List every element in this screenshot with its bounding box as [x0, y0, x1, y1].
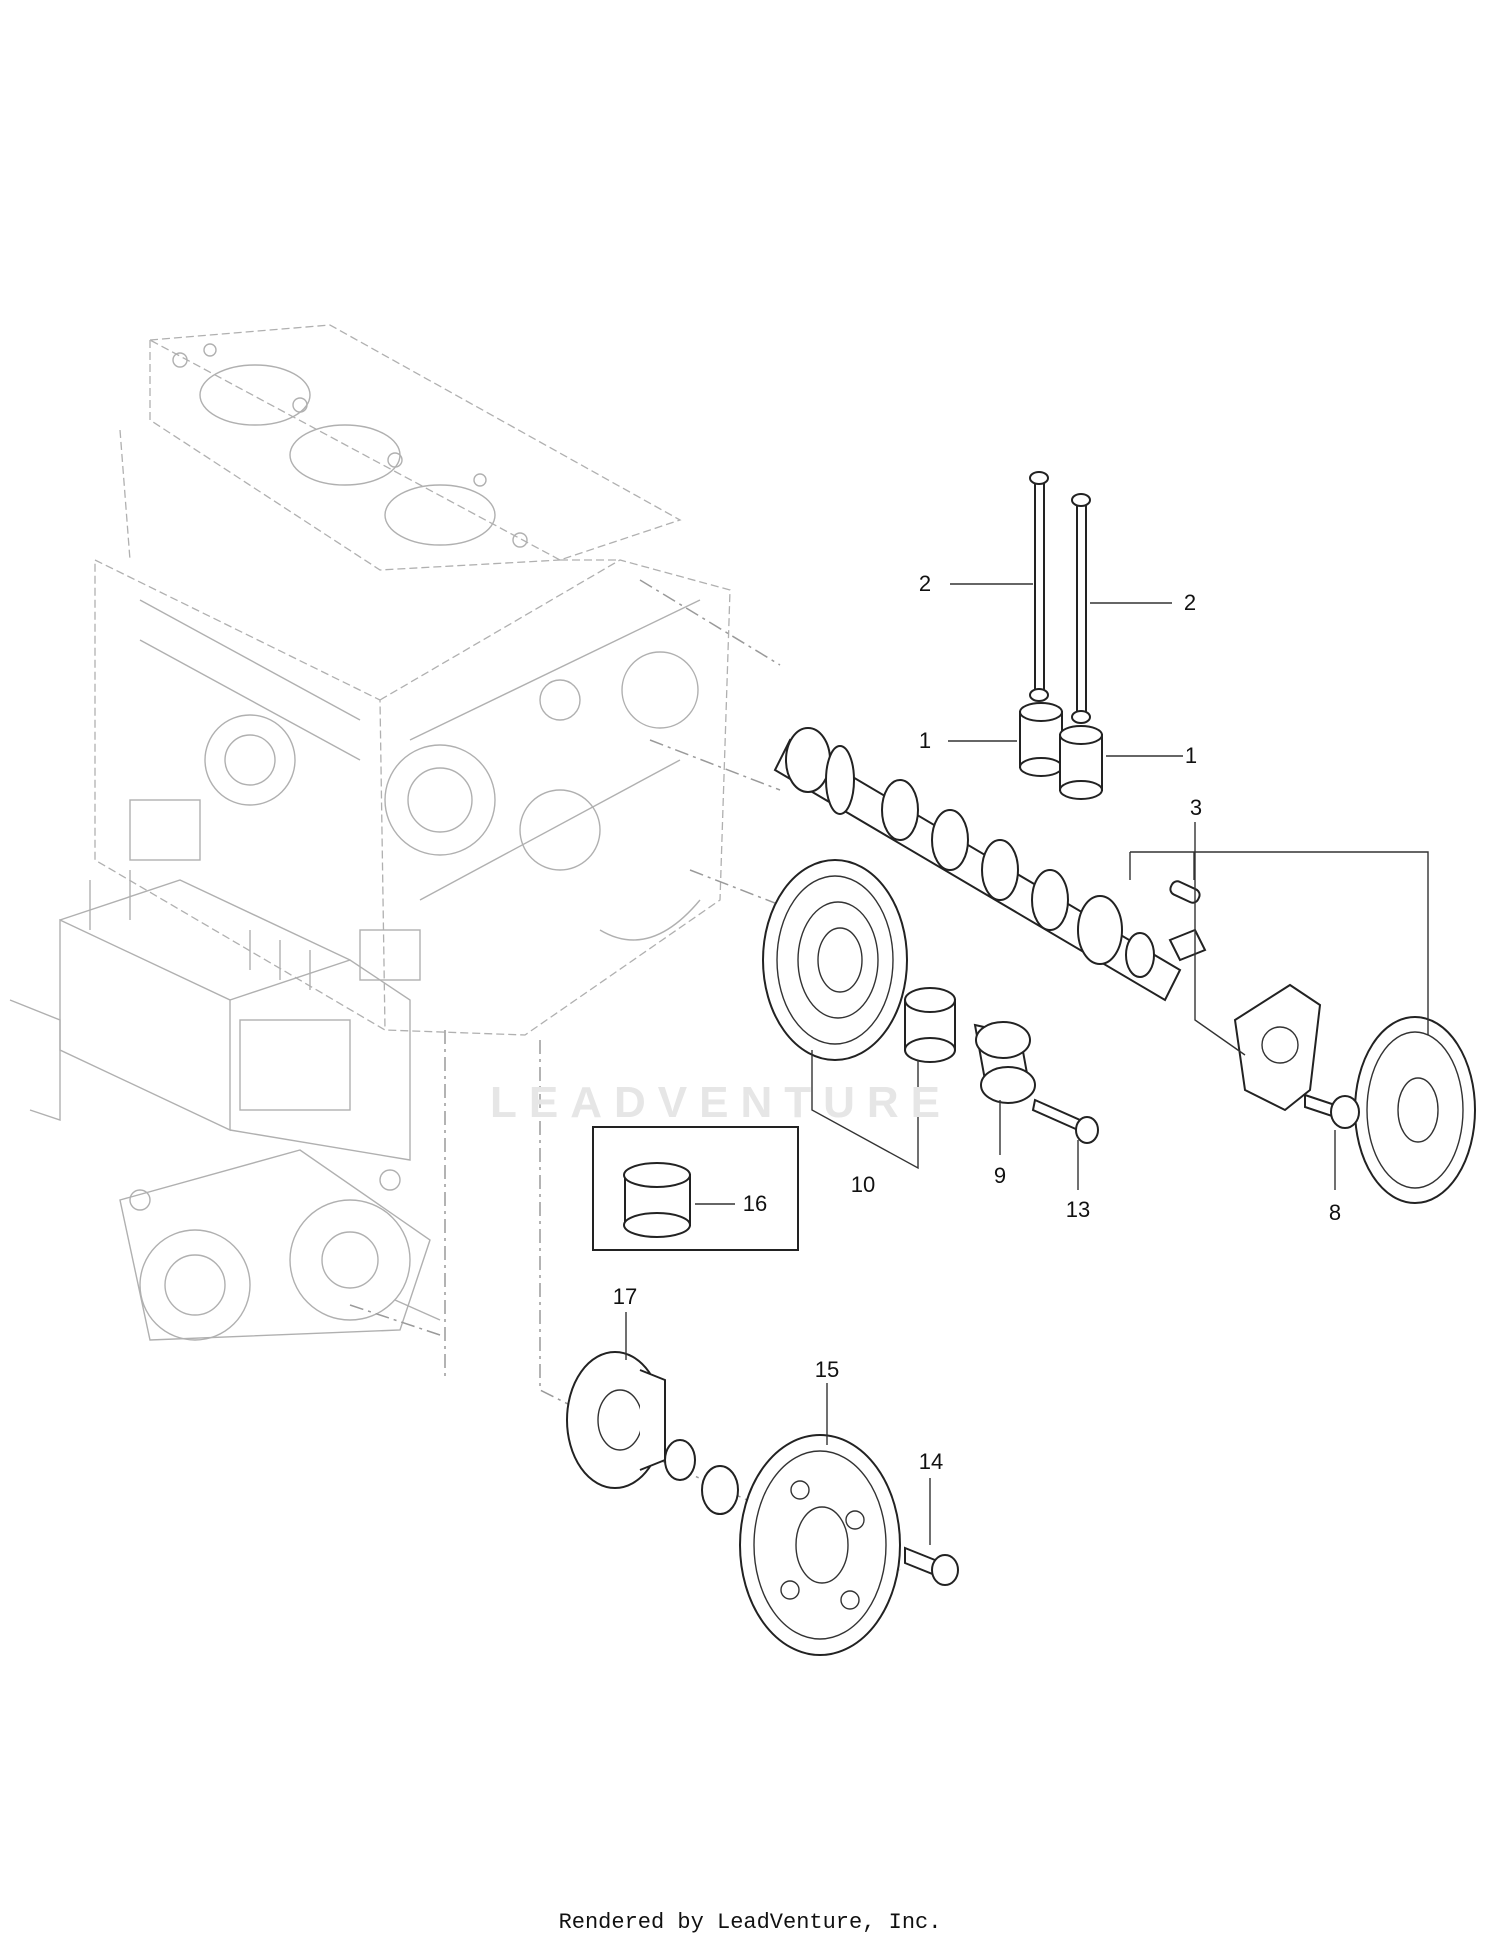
bolt-13: [1031, 1098, 1099, 1144]
inset-box-16: [592, 1126, 799, 1251]
push-rods: [1029, 471, 1091, 724]
callout-2-right[interactable]: 2: [1183, 590, 1197, 615]
idler-gear: [762, 859, 908, 1061]
callout-1-right[interactable]: 1: [1184, 743, 1198, 768]
callout-8[interactable]: 8: [1328, 1200, 1342, 1225]
callout-2-left[interactable]: 2: [918, 571, 932, 596]
cam-gear: [1354, 1016, 1476, 1204]
callout-15[interactable]: 15: [814, 1357, 840, 1382]
callout-10[interactable]: 10: [850, 1172, 876, 1197]
idler-bushing: [904, 987, 956, 1063]
gear-hub: [566, 1351, 666, 1489]
callout-14[interactable]: 14: [918, 1449, 944, 1474]
callout-17[interactable]: 17: [612, 1284, 638, 1309]
key: [1169, 880, 1201, 904]
washer: [664, 1439, 696, 1481]
idler-shaft: [973, 1021, 1036, 1104]
thrust-plate: [1233, 983, 1322, 1112]
camshaft: [773, 727, 1207, 1002]
tappets: [1019, 702, 1103, 800]
injection-pump-ghost: [9, 870, 441, 1341]
callout-9[interactable]: 9: [993, 1163, 1007, 1188]
watermark: LEADVENTURE: [490, 1078, 953, 1127]
callout-16[interactable]: 16: [742, 1191, 768, 1216]
pump-drive-gear: [739, 1434, 901, 1656]
callout-1-left[interactable]: 1: [918, 728, 932, 753]
bolt-8: [1304, 1093, 1360, 1129]
leader-lines: [625, 583, 1429, 1545]
engine-block-ghost: [94, 324, 731, 1036]
callout-3[interactable]: 3: [1189, 795, 1203, 820]
callout-13[interactable]: 13: [1065, 1197, 1091, 1222]
nut-14: [904, 1546, 959, 1586]
footer-credit: Rendered by LeadVenture, Inc.: [558, 1910, 942, 1935]
collar: [701, 1465, 739, 1515]
